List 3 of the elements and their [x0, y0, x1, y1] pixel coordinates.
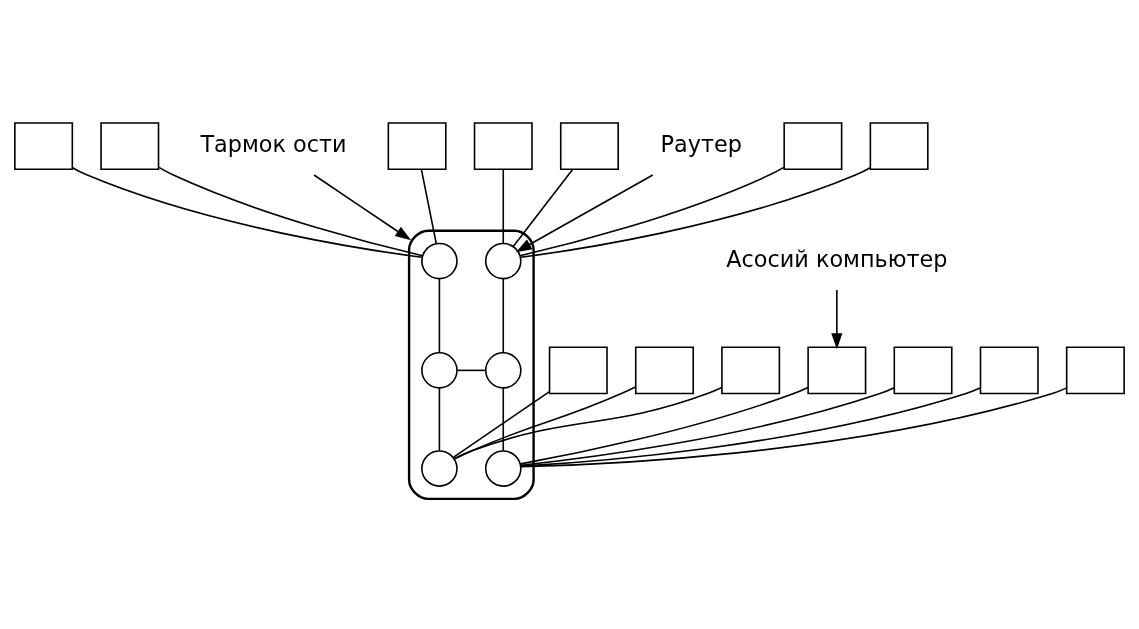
node-text: Раутер: [660, 131, 742, 158]
node-text: Тармок ости: [200, 131, 347, 158]
node-text: Асосий компьютер: [726, 245, 948, 272]
